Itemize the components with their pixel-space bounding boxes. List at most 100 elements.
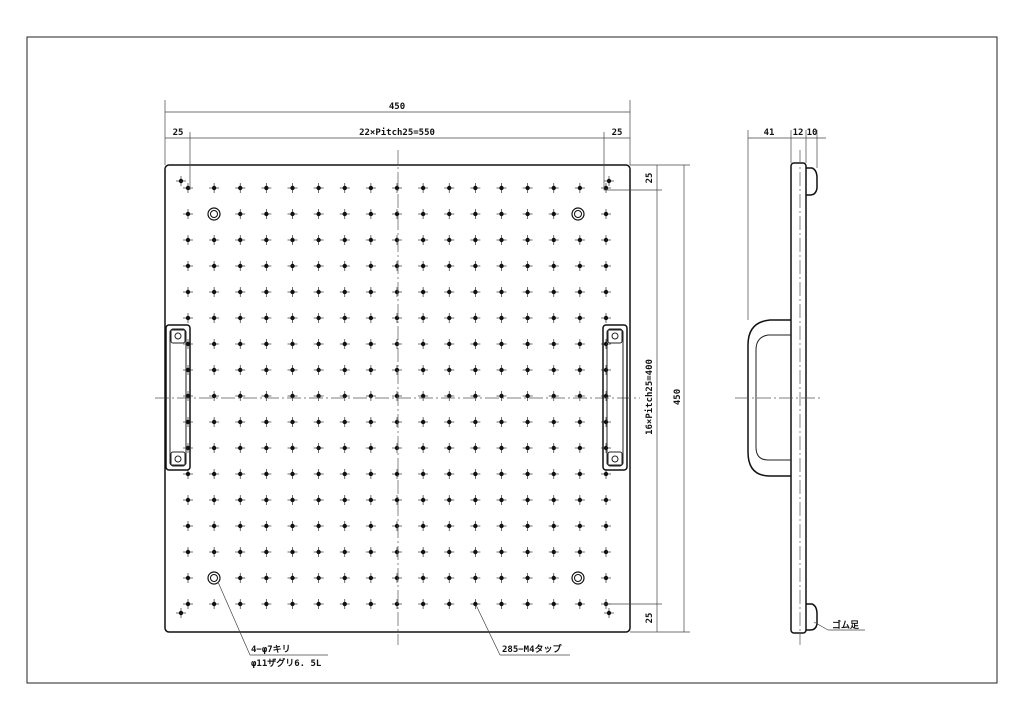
tapped-hole [261,209,272,219]
counterbore-hole [571,571,585,585]
tapped-hole [392,261,402,271]
top-margin-label: 25 [645,173,655,184]
tapped-hole [574,547,585,557]
tapped-hole [496,417,507,427]
tapped-hole [574,599,585,609]
tapped-hole [183,547,193,557]
tapped-hole [574,261,585,271]
tapped-hole [418,339,429,349]
tapped-hole [522,417,533,427]
tapped-hole [339,521,350,531]
tapped-hole [313,313,324,323]
tapped-hole [522,599,533,609]
side-handle-label: 41 [764,128,775,138]
tapped-hole [365,183,376,193]
tapped-hole [601,261,611,271]
tapped-hole [548,287,559,297]
tapped-hole [574,495,585,505]
tapped-hole [261,443,272,453]
tapped-hole [261,495,272,505]
tapped-hole [339,443,350,453]
tapped-hole [392,443,402,453]
tapped-holes-label: 285−M4タップ [502,643,563,655]
counterbore-label-2: φ11ザグリ6. 5L [251,657,322,669]
tapped-hole [235,521,246,531]
tapped-hole [601,547,611,557]
right-dimensions: 25 16×Pitch25=400 25 450 [604,164,690,633]
tapped-hole [183,287,193,297]
top-dimensions: 450 25 22×Pitch25=550 25 [164,100,631,190]
tapped-hole [392,313,402,323]
tapped-hole [313,469,324,479]
counterbore-callout: 4−φ7キリ φ11ザグリ6. 5L [217,581,328,669]
tapped-hole [496,547,507,557]
tapped-hole [470,365,481,375]
tapped-hole [522,235,533,245]
tapped-hole [365,573,376,583]
tapped-hole [392,209,402,219]
tapped-hole [339,417,350,427]
tapped-hole [392,417,402,427]
tapped-hole [183,391,193,401]
tapped-hole [574,365,585,375]
tapped-hole [574,339,585,349]
tapped-hole [418,417,429,427]
tapped-hole [313,235,324,245]
counterbore-hole [207,571,221,585]
tapped-hole [601,313,611,323]
tapped-hole [444,573,455,583]
tapped-hole [287,287,298,297]
right-margin-label: 25 [612,128,623,138]
tapped-hole [548,599,559,609]
tapped-hole [339,599,350,609]
tapped-hole [548,183,559,193]
tapped-hole [574,521,585,531]
tapped-hole [183,339,193,349]
tapped-hole [287,313,298,323]
tapped-hole [313,209,324,219]
tapped-hole [287,469,298,479]
tapped-hole [392,391,402,401]
tapped-hole [365,365,376,375]
tapped-hole [470,443,481,453]
tapped-hole [392,183,402,193]
tapped-hole [496,313,507,323]
tapped-hole [470,469,481,479]
overall-width-label: 450 [389,102,405,112]
tapped-hole [287,573,298,583]
tapped-hole [496,469,507,479]
tapped-hole [444,287,455,297]
tapped-hole [548,547,559,557]
tapped-hole [470,521,481,531]
tapped-hole [183,183,193,193]
tapped-hole [339,313,350,323]
tapped-hole [444,339,455,349]
tapped-hole [235,313,246,323]
tapped-hole [548,235,559,245]
tapped-hole [444,365,455,375]
tapped-hole [235,183,246,193]
tapped-hole [235,391,246,401]
tapped-hole [418,183,429,193]
tapped-hole [444,469,455,479]
tapped-hole [601,235,611,245]
tapped-hole [470,261,481,271]
tapped-hole [496,287,507,297]
tapped-hole [261,599,272,609]
tapped-hole [418,287,429,297]
tapped-hole [418,521,429,531]
tapped-hole [209,599,220,609]
tapped-hole [522,287,533,297]
tapped-hole [444,261,455,271]
tapped-hole [209,235,220,245]
tapped-hole [183,521,193,531]
tapped-hole [470,183,481,193]
tapped-hole [287,261,298,271]
tapped-hole [470,287,481,297]
tapped-hole [548,573,559,583]
tapped-hole [548,365,559,375]
tapped-hole [339,339,350,349]
tapped-hole [183,261,193,271]
tapped-hole [496,391,507,401]
